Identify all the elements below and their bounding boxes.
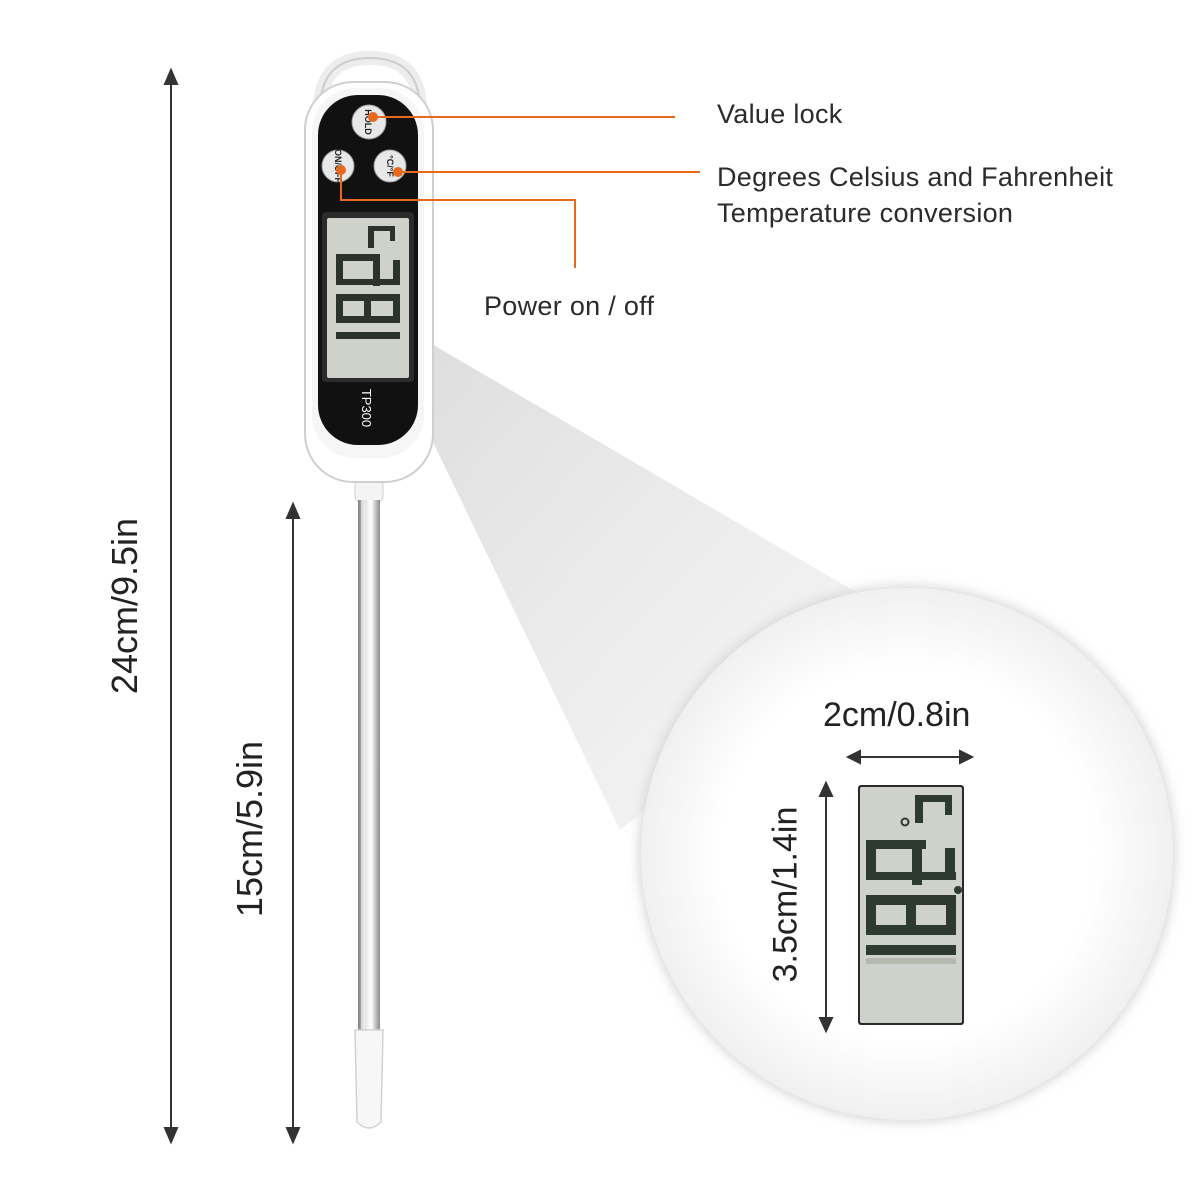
- thermometer-body: HOLD ON/OFF °C/°F TP300: [304, 50, 434, 483]
- probe: [354, 479, 384, 1129]
- screen-height-arrow: [818, 780, 834, 1034]
- total-length-arrow: [163, 67, 179, 1145]
- callout-dot-hold: [368, 112, 378, 122]
- callout-dot-unit: [393, 167, 403, 177]
- power-label: Power on / off: [484, 291, 655, 321]
- total-length-label: 24cm/9.5in: [104, 517, 145, 695]
- unit-conversion-label-2: Temperature conversion: [717, 198, 1014, 228]
- screen-width-arrow: [845, 749, 975, 765]
- value-lock-label: Value lock: [717, 99, 843, 129]
- model-label: TP300: [359, 389, 374, 427]
- magnifier-beam: [425, 340, 890, 830]
- screen-width-label: 2cm/0.8in: [823, 696, 971, 734]
- callout-dot-power: [336, 165, 346, 175]
- hold-button: [351, 104, 387, 140]
- screen-height-label: 3.5cm/1.4in: [766, 806, 805, 983]
- svg-text:HOLD: HOLD: [363, 109, 373, 135]
- callout-lines: [340, 116, 700, 268]
- unit-conversion-label-1: Degrees Celsius and Fahrenheit: [717, 162, 1114, 192]
- zoomed-lcd-screen: [858, 785, 964, 1025]
- probe-length-arrow: [285, 501, 301, 1145]
- probe-length-label: 15cm/5.9in: [229, 740, 270, 918]
- svg-text:°C/°F: °C/°F: [385, 155, 395, 177]
